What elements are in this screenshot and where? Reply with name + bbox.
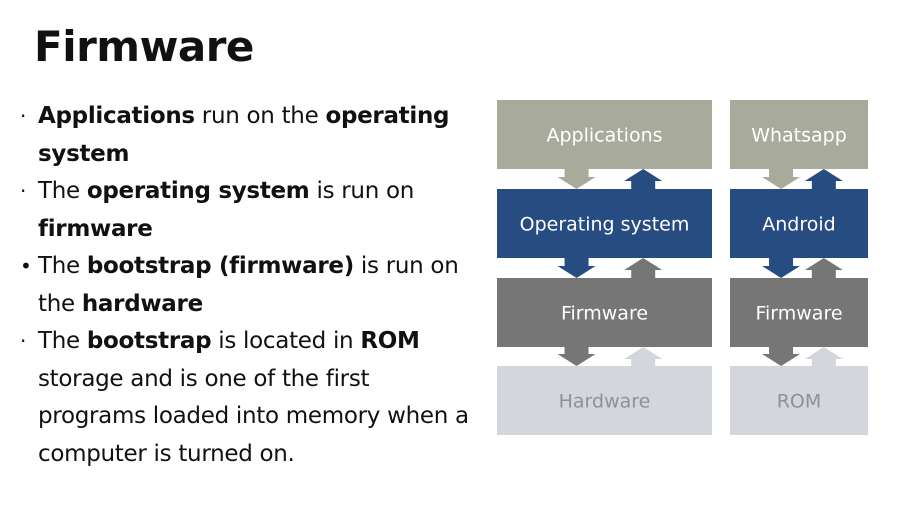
layer-label: Hardware bbox=[559, 391, 651, 413]
layer-label: Firmware bbox=[755, 303, 842, 325]
arrow-down-icon bbox=[762, 347, 801, 366]
layer-box bbox=[730, 278, 868, 347]
arrow-down-icon bbox=[557, 169, 596, 189]
bullet-emphasis: Applications bbox=[38, 103, 195, 129]
bullet-item: · The operating system is run on firmware bbox=[20, 173, 470, 248]
layer-box bbox=[497, 189, 712, 258]
bullet-emphasis: operating system bbox=[38, 103, 450, 167]
bullet-text: The bbox=[38, 178, 87, 204]
bullet-dot-icon: · bbox=[20, 329, 27, 353]
arrow-up-icon bbox=[804, 258, 843, 278]
layer-label: Whatsapp bbox=[751, 125, 847, 147]
bullet-text: is run on the bbox=[38, 253, 459, 317]
arrow-down-icon bbox=[762, 169, 801, 189]
layer-label: ROM bbox=[777, 391, 822, 413]
layer-label: Operating system bbox=[520, 214, 690, 236]
bullet-text: is located in bbox=[211, 328, 361, 354]
bullet-text: is run on bbox=[309, 178, 415, 204]
bullet-list: · Applications run on the operating syste… bbox=[20, 98, 470, 473]
bullet-dot-icon: • bbox=[20, 254, 32, 278]
bullet-dot-icon: · bbox=[20, 179, 27, 203]
layer-label: Firmware bbox=[561, 303, 648, 325]
bullet-text: The bbox=[38, 253, 87, 279]
layer-label: Android bbox=[762, 214, 835, 236]
layer-box bbox=[497, 278, 712, 347]
layer-box bbox=[730, 366, 868, 435]
layer-box bbox=[497, 100, 712, 169]
bullet-emphasis: bootstrap bbox=[86, 328, 212, 354]
bullet-text: storage and is one of the first programs… bbox=[38, 365, 469, 467]
bullet-text: run on the bbox=[194, 103, 326, 129]
bullet-dot-icon: · bbox=[20, 104, 27, 128]
bullet-emphasis: hardware bbox=[81, 290, 203, 317]
layer-box bbox=[497, 366, 712, 435]
layer-label: Applications bbox=[546, 125, 662, 147]
arrow-up-icon bbox=[624, 347, 663, 366]
bullet-item: •The bootstrap (firmware) is run on the … bbox=[20, 248, 470, 323]
arrow-up-icon bbox=[804, 347, 843, 366]
bullet-emphasis: firmware bbox=[38, 215, 153, 242]
bullet-emphasis: operating system bbox=[86, 178, 310, 204]
arrow-up-icon bbox=[804, 169, 843, 189]
bullet-item: · The bootstrap is located in ROM storage… bbox=[20, 323, 470, 473]
bullet-emphasis: ROM bbox=[360, 328, 420, 354]
arrow-down-icon bbox=[557, 347, 596, 366]
arrow-down-icon bbox=[557, 258, 596, 278]
bullet-item: · Applications run on the operating syste… bbox=[20, 98, 470, 173]
layer-box bbox=[730, 100, 868, 169]
arrow-down-icon bbox=[762, 258, 801, 278]
bullet-text: The bbox=[38, 328, 87, 354]
bullet-emphasis: bootstrap (firmware) bbox=[86, 253, 354, 279]
arrow-up-icon bbox=[624, 258, 663, 278]
arrow-up-icon bbox=[624, 169, 663, 189]
layer-box bbox=[730, 189, 868, 258]
slide-title: Firmware bbox=[34, 22, 254, 71]
